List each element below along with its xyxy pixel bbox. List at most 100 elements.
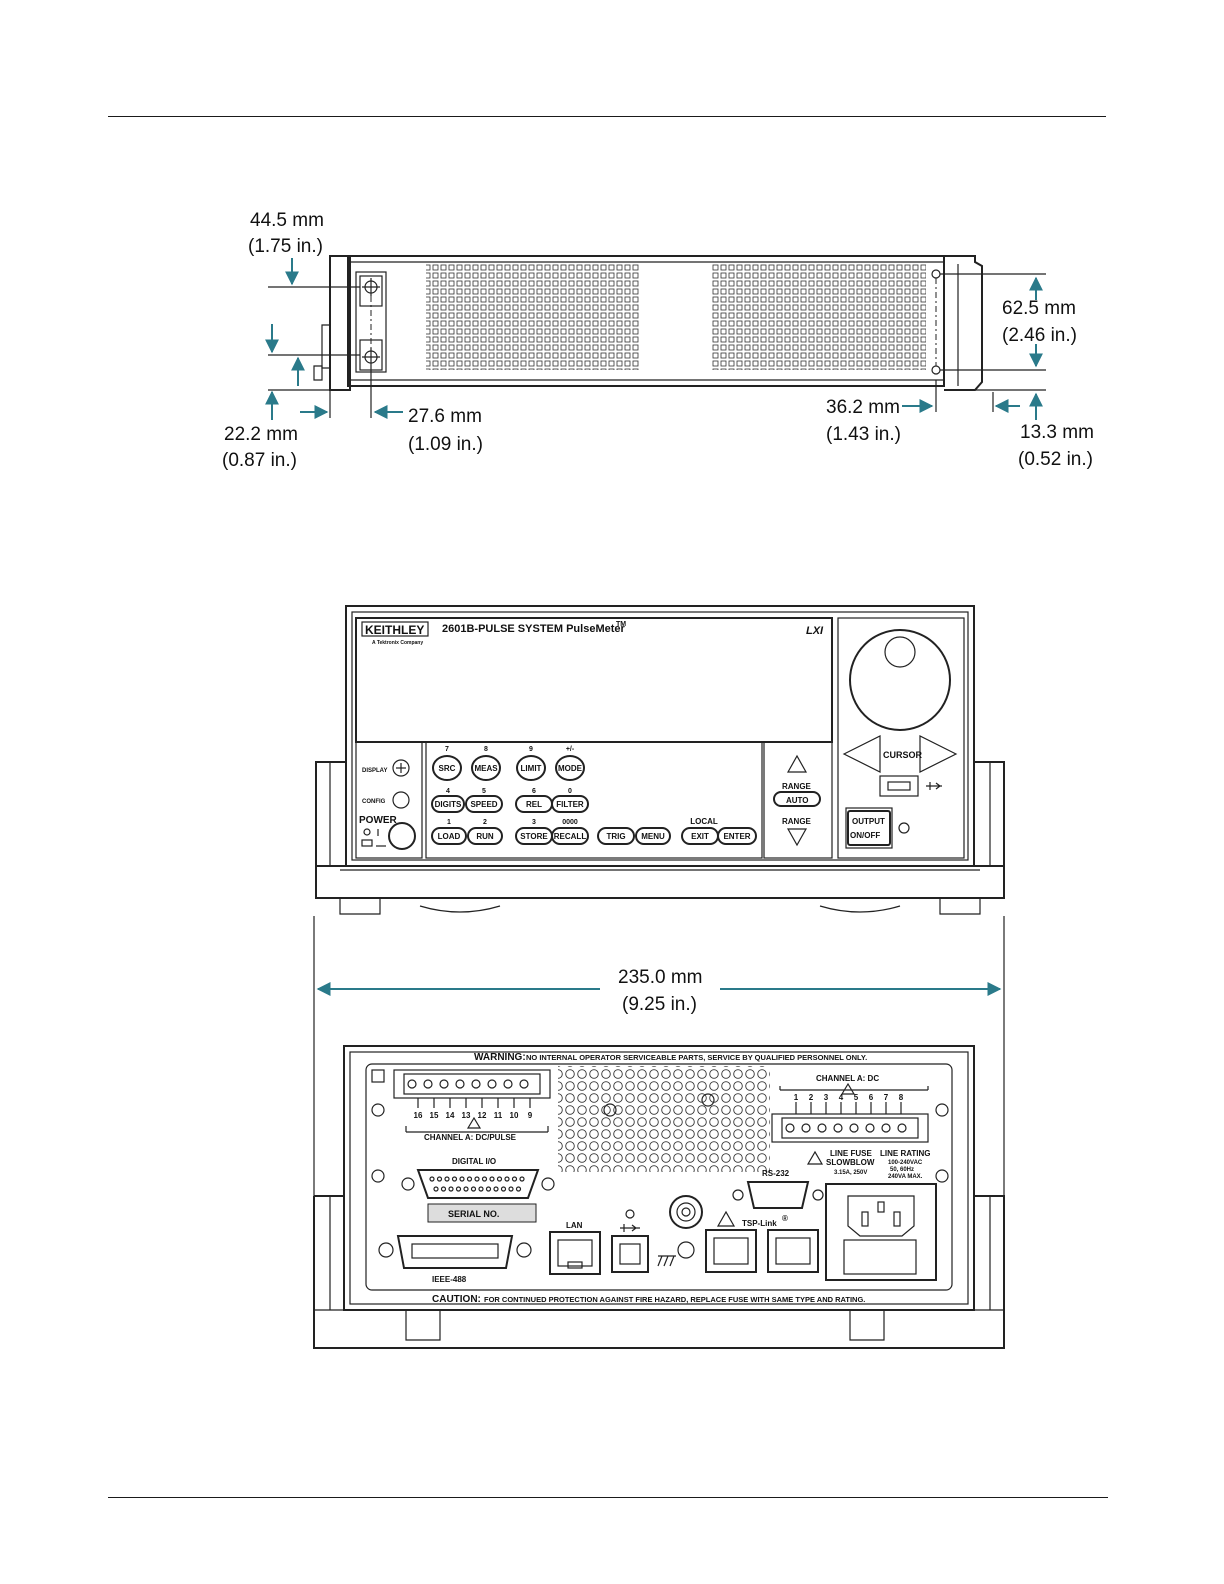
power-inlet-module[interactable]: [825, 1183, 937, 1281]
dc-pin: [897, 1123, 907, 1133]
line-warning-icon: [806, 1150, 824, 1165]
lan-label: LAN: [566, 1221, 583, 1230]
pulse-pin: [519, 1079, 529, 1089]
brand-subtitle: A Tektronix Company: [372, 640, 423, 646]
dc-pin: [881, 1123, 891, 1133]
local-label: LOCAL: [690, 817, 718, 826]
speed-button[interactable]: [465, 795, 503, 813]
mode-label: MODE: [558, 764, 583, 773]
digital-io-port[interactable]: [416, 1169, 540, 1199]
mode-button[interactable]: [555, 755, 585, 781]
enter-label: ENTER: [723, 832, 750, 841]
run-button[interactable]: [467, 827, 503, 845]
registered-mark: ®: [782, 1214, 788, 1223]
display-button[interactable]: [392, 759, 410, 777]
usb-port-front[interactable]: [879, 775, 919, 797]
tsp-link-port-1[interactable]: [705, 1229, 757, 1273]
digits-label: DIGITS: [435, 800, 462, 809]
pulse-warning-icon: [466, 1116, 482, 1129]
lan-port[interactable]: [549, 1231, 601, 1275]
digital-io-label: DIGITAL I/O: [452, 1157, 496, 1166]
dc-pin-label: 5: [854, 1093, 859, 1102]
output-on-off-button[interactable]: [847, 810, 891, 846]
load-label: LOAD: [438, 832, 461, 841]
power-switch[interactable]: [388, 822, 416, 850]
meas-button[interactable]: [471, 755, 501, 781]
serial-number-plate: [427, 1203, 537, 1223]
digits-button[interactable]: [431, 795, 465, 813]
fuse-drawer[interactable]: [843, 1239, 917, 1275]
key-number-mode: +/-: [566, 746, 575, 753]
filter-button[interactable]: [551, 795, 589, 813]
dc-pin-label: 7: [884, 1093, 889, 1102]
cursor-label: CURSOR: [883, 750, 923, 760]
exit-label: EXIT: [691, 832, 709, 841]
dim-front-panel-mm: 27.6 mm: [408, 406, 482, 427]
footer-rule: [108, 1497, 1108, 1498]
meas-label: MEAS: [474, 764, 498, 773]
front-right-handle: [974, 761, 1005, 898]
warning-text: NO INTERNAL OPERATOR SERVICEABLE PARTS, …: [526, 1053, 867, 1062]
limit-button[interactable]: [516, 755, 546, 781]
pulse-pin-label: 11: [494, 1111, 503, 1120]
trig-button[interactable]: [597, 827, 635, 845]
dim-width-mm: 235.0 mm: [618, 967, 702, 988]
navigation-wheel[interactable]: [849, 629, 951, 731]
pulse-pin: [487, 1079, 497, 1089]
ground-icon: [657, 1255, 676, 1267]
output-label-1: OUTPUT: [852, 817, 885, 826]
dc-connector[interactable]: [771, 1113, 929, 1143]
channel-a-pulse-label: CHANNEL A: DC/PULSE: [424, 1133, 517, 1142]
dim-rear-mm: 36.2 mm: [826, 397, 900, 418]
width-dimension: 235.0 mm (9.25 in.): [313, 916, 1005, 1196]
dc-pin: [817, 1123, 827, 1133]
auto-label: AUTO: [786, 796, 809, 805]
display-label: DISPLAY: [362, 768, 387, 774]
pulse-connector[interactable]: [393, 1069, 551, 1099]
load-button[interactable]: [431, 827, 467, 845]
config-button[interactable]: [392, 791, 410, 809]
dc-pin-label: 6: [869, 1093, 874, 1102]
rs232-port[interactable]: [746, 1181, 810, 1209]
pulse-pin-label: 15: [430, 1111, 439, 1120]
dc-warning-icon: [840, 1082, 856, 1095]
cursor-right-button[interactable]: [919, 735, 958, 773]
pulse-pin-label: 14: [446, 1111, 455, 1120]
recall-button[interactable]: [551, 827, 589, 845]
ieee-488-port[interactable]: [396, 1235, 514, 1269]
tsp-link-label: TSP-Link: [742, 1219, 777, 1228]
enter-button[interactable]: [717, 827, 757, 845]
output-button-frame: [845, 807, 893, 849]
usb-icon: [620, 1224, 640, 1232]
menu-button[interactable]: [635, 827, 671, 845]
src-button[interactable]: [432, 755, 462, 781]
keypad: 7SRC8MEAS9LIMIT+/-MODE4DIGITS5SPEED6REL0…: [431, 746, 757, 845]
line-fuse-label-1: LINE FUSE: [830, 1149, 872, 1158]
dc-pin: [785, 1123, 795, 1133]
pulse-pin: [503, 1079, 513, 1089]
dim-handle-in: (2.46 in.): [1002, 325, 1077, 346]
range-down-button[interactable]: [786, 828, 808, 847]
key-number-rel: 6: [532, 788, 536, 795]
pulse-pin: [455, 1079, 465, 1089]
usb-port-rear[interactable]: [611, 1235, 649, 1273]
auto-button[interactable]: [773, 791, 821, 807]
cursor-left-button[interactable]: [842, 735, 881, 773]
src-label: SRC: [439, 764, 456, 773]
key-number-load: 1: [447, 819, 451, 826]
rel-label: REL: [526, 800, 542, 809]
line-rating-label-4: 240VA MAX.: [888, 1174, 923, 1180]
screw-icon: [935, 1103, 949, 1117]
front-left-handle: [315, 761, 347, 898]
front-view: KEITHLEY A Tektronix Company 2601B-PULSE…: [315, 605, 1005, 915]
ground-terminal[interactable]: [669, 1195, 703, 1229]
tsp-link-port-2[interactable]: [767, 1229, 819, 1273]
dim-left-front-mm: 22.2 mm: [224, 424, 298, 445]
rs232-label: RS-232: [762, 1169, 790, 1178]
tsp-warning-icon: [716, 1210, 736, 1227]
key-number-recall: 0000: [562, 819, 578, 826]
header-rule: [108, 116, 1106, 117]
run-label: RUN: [476, 832, 494, 841]
dc-pin: [865, 1123, 875, 1133]
range-up-button[interactable]: [786, 754, 808, 773]
